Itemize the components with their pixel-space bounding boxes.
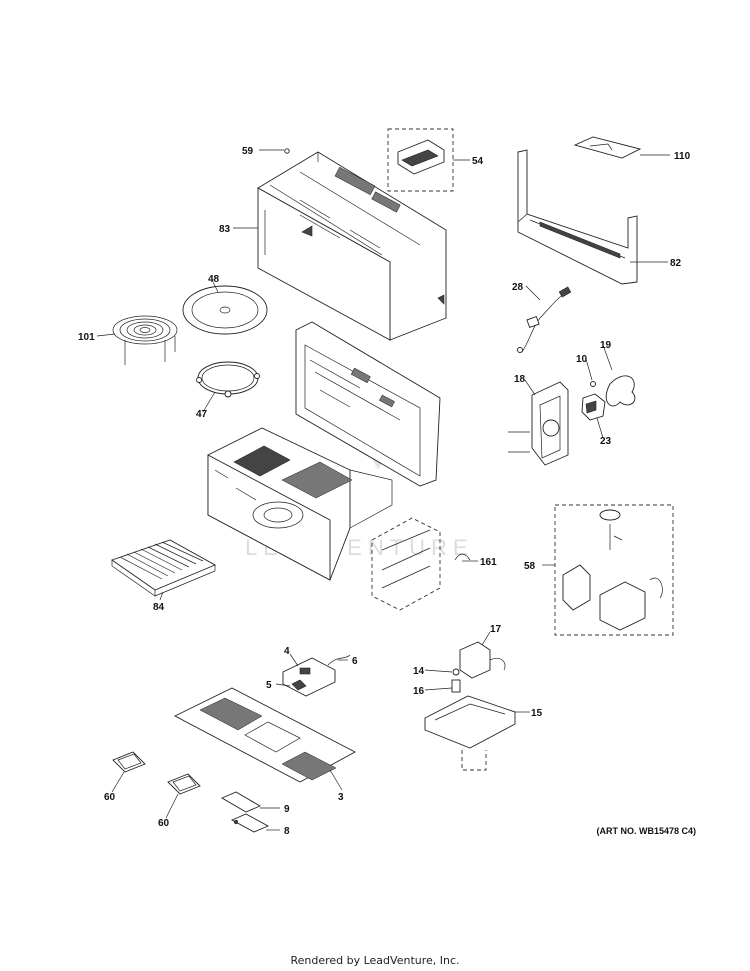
- callout-60-b: 60: [158, 818, 170, 829]
- oven-rack-part[interactable]: [111, 539, 217, 597]
- callout-23: 23: [600, 436, 612, 447]
- screw-10[interactable]: [590, 381, 596, 387]
- callout-14: 14: [413, 666, 425, 677]
- callout-18: 18: [514, 374, 526, 385]
- cover-8-part[interactable]: [230, 813, 270, 833]
- assembly-58-group[interactable]: [554, 504, 674, 636]
- callout-161: 161: [480, 557, 497, 568]
- power-cord-part[interactable]: [517, 286, 572, 353]
- callout-19: 19: [600, 340, 612, 351]
- filter-60-part[interactable]: [167, 773, 201, 795]
- callout-4: 4: [284, 646, 290, 657]
- callout-16: 16: [413, 686, 425, 697]
- cover-9-part[interactable]: [221, 791, 261, 813]
- control-board-4-part[interactable]: [282, 654, 351, 697]
- callout-110: 110: [674, 151, 691, 162]
- footer-credit: Rendered by LeadVenture, Inc.: [290, 954, 460, 967]
- outer-case-part[interactable]: [257, 151, 447, 341]
- callout-labels: 59 54 110 83 82 48 28 101 10 19 18 47 23…: [78, 146, 691, 837]
- callout-47: 47: [196, 409, 208, 420]
- transformer-17-part[interactable]: [459, 641, 506, 679]
- oven-cavity-part[interactable]: [207, 427, 393, 581]
- fan-blade-19-part[interactable]: [605, 375, 636, 407]
- capacitor-14-16-part[interactable]: [451, 668, 461, 693]
- roller-ring-part[interactable]: [196, 361, 260, 398]
- callout-101: 101: [78, 332, 95, 343]
- switch-23-part[interactable]: [581, 393, 606, 421]
- callout-58: 58: [524, 561, 536, 572]
- base-plate-15-part[interactable]: [424, 695, 516, 771]
- back-panel-part[interactable]: [295, 321, 441, 487]
- art-number: (ART NO. WB15478 C4): [596, 826, 696, 836]
- callout-83: 83: [219, 224, 231, 235]
- leader-lines: [96, 149, 670, 831]
- fan-bracket-part[interactable]: [508, 381, 569, 466]
- callout-28: 28: [512, 282, 524, 293]
- callout-15: 15: [531, 708, 543, 719]
- callout-54: 54: [472, 156, 484, 167]
- callout-5: 5: [266, 680, 272, 691]
- bottom-plate-3-part[interactable]: [174, 687, 356, 783]
- plate-110-part[interactable]: [573, 136, 642, 159]
- part-5[interactable]: [291, 679, 307, 691]
- callout-8: 8: [284, 826, 290, 837]
- ghost-panel-part[interactable]: [371, 517, 471, 611]
- screw-59[interactable]: [284, 148, 290, 154]
- callout-10: 10: [576, 354, 588, 365]
- callout-48: 48: [208, 274, 220, 285]
- callout-6: 6: [352, 656, 358, 667]
- heating-element-part[interactable]: [112, 315, 178, 365]
- callout-82: 82: [670, 258, 682, 269]
- callout-84: 84: [153, 602, 165, 613]
- vent-part-group[interactable]: [387, 128, 454, 192]
- callout-60-a: 60: [104, 792, 116, 803]
- glass-turntable-part[interactable]: [182, 285, 268, 335]
- callout-9: 9: [284, 804, 290, 815]
- filter-60-part[interactable]: [112, 751, 146, 773]
- mounting-frame-part[interactable]: [517, 149, 638, 285]
- callout-3: 3: [338, 792, 344, 803]
- callout-17: 17: [490, 624, 502, 635]
- callout-59: 59: [242, 146, 254, 157]
